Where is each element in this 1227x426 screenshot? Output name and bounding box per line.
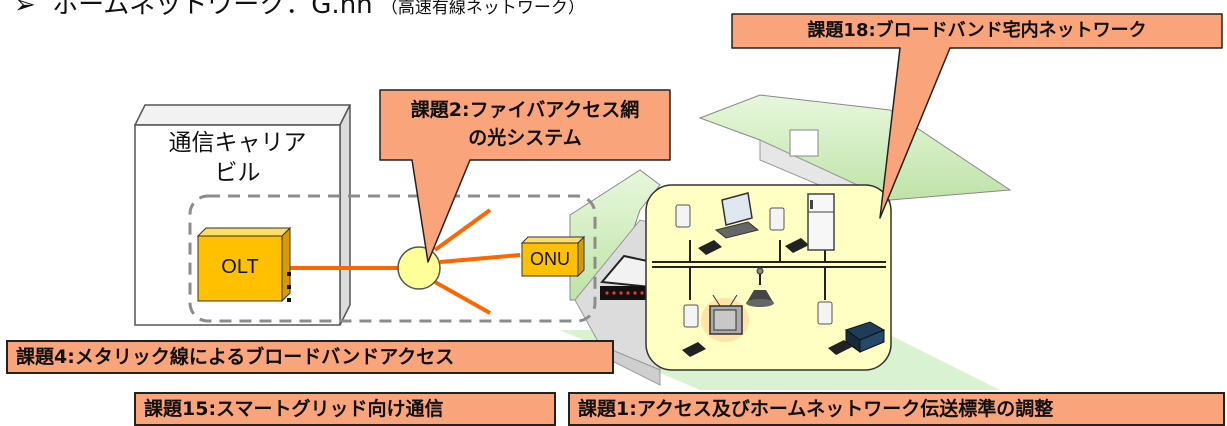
heading-bullet: ➢ [14, 0, 36, 20]
fiber-callout-text: 課題2:ファイバアクセス網 の光システム [380, 96, 670, 152]
media-device [844, 321, 886, 353]
fiber-lines [282, 208, 521, 315]
top-heading: ➢ ホームネットワーク：G.hn （高速有線ネットワーク） [14, 0, 585, 23]
home-callout-shape [731, 13, 1223, 219]
building-label-line1: 通信キャリア [168, 130, 307, 156]
access-network-region [188, 194, 597, 323]
olt-label: OLT [221, 256, 259, 278]
onu-label: ONU [530, 249, 570, 269]
metallic-access-label: 課題4:メタリック線によるブロードバンドアクセス [6, 340, 614, 374]
heading-title: ホームネットワーク：G.hn [52, 0, 373, 20]
olt-device [196, 226, 292, 303]
building-label-line2: ビル [214, 160, 261, 186]
tv-appliance [701, 294, 749, 342]
fiber-callout-line1: 課題2:ファイバアクセス網 [410, 99, 640, 121]
onu-device [520, 235, 586, 278]
refrigerator-appliance [807, 193, 835, 251]
heading-note: （高速有線ネットワーク） [380, 0, 585, 18]
home-callout-text: 課題18:ブロードバンド宅内ネットワーク [807, 20, 1147, 41]
fiber-callout-shape [379, 89, 671, 263]
power-outlets [675, 204, 833, 328]
ceiling-lamp [746, 267, 774, 307]
optical-splitter [397, 246, 441, 290]
smart-grid-label: 課題15:スマートグリッド向け通信 [134, 392, 556, 426]
standards-label: 課題1:アクセス及びホームネットワーク伝送標準の調整 [568, 392, 1225, 426]
fiber-callout-line2: の光システム [468, 127, 582, 149]
building-label: 通信キャリア ビル [135, 128, 340, 188]
plc-adapters [682, 238, 852, 357]
laptop-appliance [714, 192, 760, 239]
